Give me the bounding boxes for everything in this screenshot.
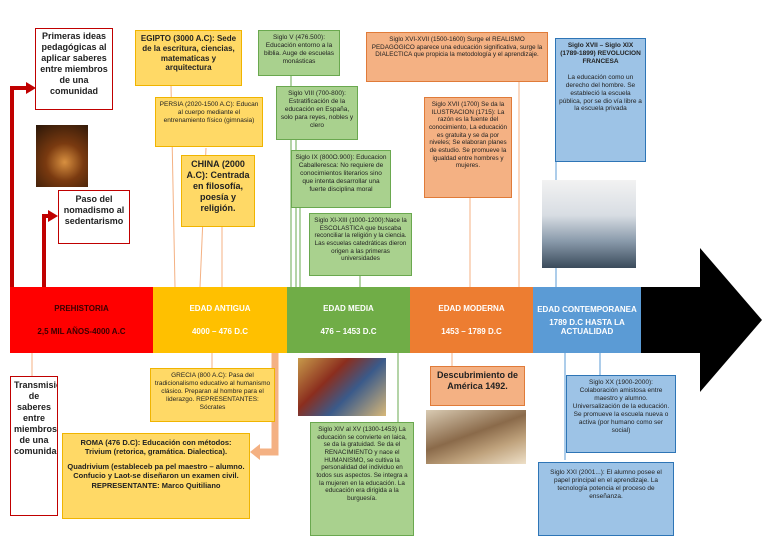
china-box: CHINA (2000 A.C): Centrada en filosofía,… <box>181 155 255 227</box>
segment-range: 476 – 1453 D.C <box>320 327 377 336</box>
siglo-xvi-box: Siglo XVI-XVII (1500-1600) Surge el REAL… <box>366 32 548 82</box>
segment-edad-moderna: EDAD MODERNA 1453 – 1789 D.C <box>410 287 533 353</box>
segment-title: EDAD MEDIA <box>323 304 374 313</box>
siglo-v-box: Siglo V (476.500): Educación entorno a l… <box>258 30 340 76</box>
siglo-xix-body: La educación como un derecho del hombre.… <box>559 73 642 113</box>
siglo-xix-box: Siglo XVII – Siglo XIX (1789-1899) REVOL… <box>555 38 646 162</box>
segment-range: 2,5 MIL AÑOS-4000 A.C <box>37 327 126 336</box>
grecia-box: GRECIA (800 A.C): Pasa del tradicionalis… <box>150 368 275 422</box>
prehistoria-transmision-box: Transmisión de saberes entre miembros de… <box>10 376 58 516</box>
persia-box: PERSIA (2020-1500 A.C): Educan al cuerpo… <box>155 97 263 147</box>
segment-title: EDAD CONTEMPORANEA <box>537 304 637 314</box>
descubrimiento-box: Descubrimiento de América 1492. <box>430 366 525 406</box>
siglo-xx-box: Siglo XX (1900-2000): Colaboración amist… <box>566 375 676 453</box>
segment-title: PREHISTORIA <box>54 304 109 313</box>
classroom-old-image <box>426 410 526 464</box>
segment-title: EDAD MODERNA <box>438 304 505 313</box>
roma-box: ROMA (476 D.C): Educación con métodos: T… <box>62 433 250 519</box>
prehistoria-nomadismo-box: Paso del nomadismo al sedentarismo <box>58 190 130 244</box>
modern-classroom-image <box>542 180 636 268</box>
segment-edad-contemporanea: EDAD CONTEMPORANEA 1789 D.C HASTA LA ACT… <box>533 287 641 353</box>
siglo-xiv-box: Siglo XIV al XV (1300-1453) La educación… <box>310 422 414 536</box>
cave-people-image <box>36 125 88 187</box>
siglo-ix-box: Siglo IX (800O.900): Educacion Caballere… <box>291 150 391 208</box>
siglo-xxi-box: Siglo XXI (2001...): El alumno posee el … <box>538 462 674 536</box>
medieval-painting-image <box>298 358 386 416</box>
roma-title: ROMA (476 D.C): Educación con métodos: T… <box>80 438 232 457</box>
egipto-box: EGIPTO (3000 A.C): Sede de la escritura,… <box>135 30 242 86</box>
siglo-xix-title: Siglo XVII – Siglo XIX (1789-1899) REVOL… <box>560 42 641 65</box>
siglo-xvii-box: Siglo XVII (1700) Se da la ILUSTRACION (… <box>424 97 512 198</box>
segment-edad-antigua: EDAD ANTIGUA 4000 – 476 D.C <box>153 287 287 353</box>
segment-prehistoria: PREHISTORIA 2,5 MIL AÑOS-4000 A.C <box>10 287 153 353</box>
siglo-viii-box: Siglo VIII (700-800): Estratificación de… <box>276 86 358 140</box>
prehistoria-ideas-box: Primeras ideas pedagógicas al aplicar sa… <box>35 28 113 110</box>
segment-range: 1453 – 1789 D.C <box>441 327 502 336</box>
siglo-xi-box: Siglo XI-XIII (1000-1200):Nace la ESCOLA… <box>309 213 412 276</box>
segment-range: 1789 D.C HASTA LA ACTUALIDAD <box>549 317 625 336</box>
segment-edad-media: EDAD MEDIA 476 – 1453 D.C <box>287 287 410 353</box>
roma-body: Quadrivium (estableceb pa pel maestro – … <box>67 462 245 490</box>
segment-range: 4000 – 476 D.C <box>191 327 249 336</box>
segment-title: EDAD ANTIGUA <box>189 304 251 313</box>
